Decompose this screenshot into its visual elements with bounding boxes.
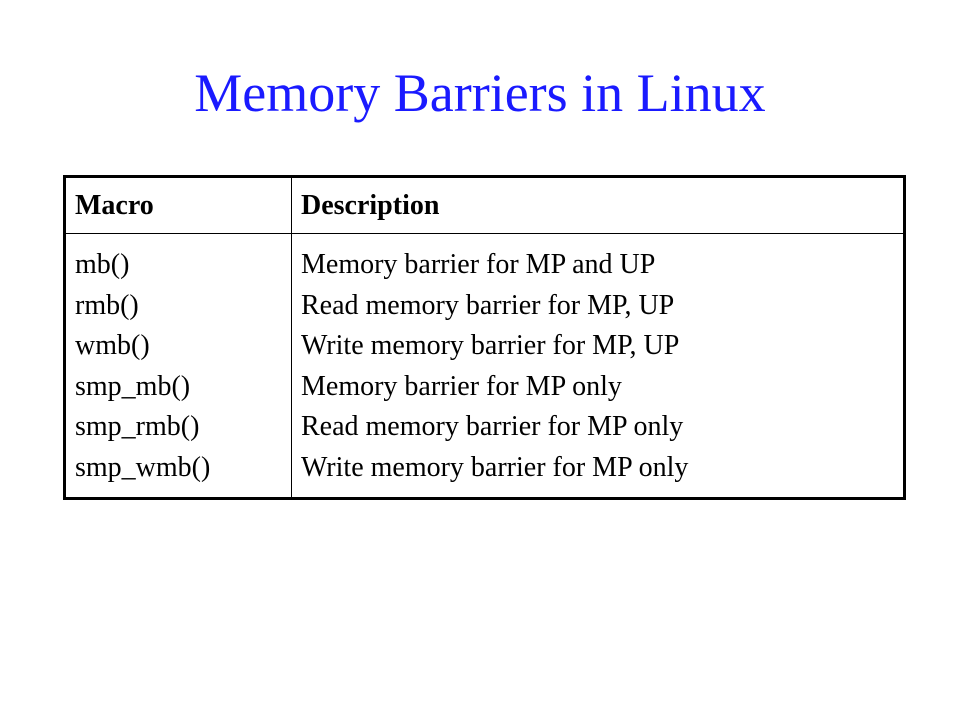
macro-item: smp_rmb() (75, 411, 200, 442)
description-item: Read memory barrier for MP only (301, 411, 684, 442)
macro-item: smp_mb() (75, 370, 191, 402)
macro-item: smp_wmb() (75, 451, 211, 483)
macro-item: rmb() (75, 289, 139, 321)
description-item: Memory barrier for MP and UP (301, 249, 656, 280)
slide-title: Memory Barriers in Linux (194, 63, 766, 123)
description-item: Write memory barrier for MP only (301, 451, 689, 483)
table-body-row: mb() rmb() wmb() smp_mb() smp_rmb() smp_… (64, 233, 905, 499)
macro-cell: mb() rmb() wmb() smp_mb() smp_rmb() smp_… (64, 233, 292, 499)
description-item: Memory barrier for MP only (301, 370, 622, 402)
description-item: Write memory barrier for MP, UP (301, 330, 680, 361)
macro-item: wmb() (75, 330, 150, 361)
header-macro: Macro (64, 176, 292, 234)
macro-item: mb() (75, 249, 130, 280)
memory-barriers-table: Macro Description mb() rmb() wmb() smp_m… (63, 175, 906, 500)
header-description: Description (291, 176, 905, 234)
description-item: Read memory barrier for MP, UP (301, 289, 675, 321)
description-cell: Memory barrier for MP and UP Read memory… (291, 233, 905, 499)
table-header-row: Macro Description (64, 176, 905, 234)
